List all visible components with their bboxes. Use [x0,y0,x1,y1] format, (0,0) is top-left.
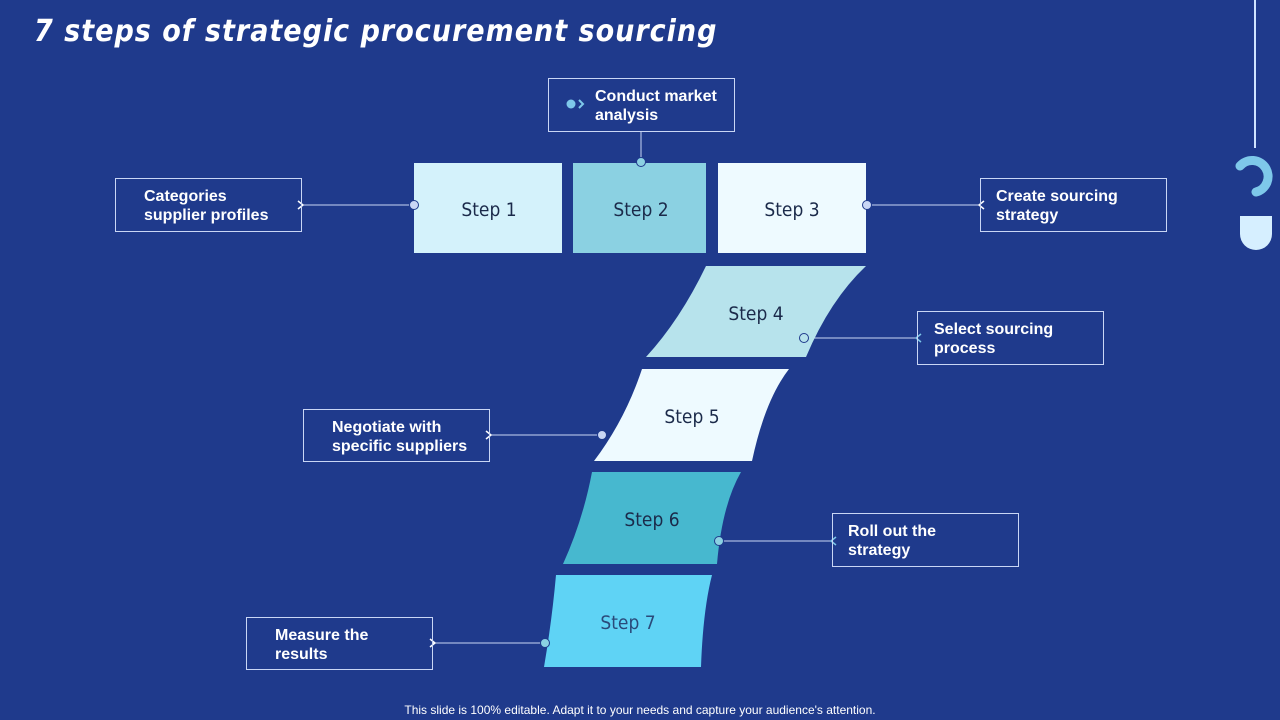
step-5-shape [594,369,789,461]
callout-line: Categories [144,188,227,205]
decorative-line [1254,0,1256,148]
callout-step6: Roll out the strategy [832,513,1019,567]
step-4-label: Step 4 [728,303,783,325]
step-7-shape [544,575,712,667]
footer-note: This slide is 100% editable. Adapt it to… [404,703,876,717]
callout-step2: Conduct market analysis [548,78,735,132]
callout-line: strategy [848,542,911,559]
dot-arrow-icon [566,99,585,109]
callout-step5-text: Negotiate with specific suppliers [332,418,467,456]
chevron-right-icon [485,430,493,440]
callout-step4-text: Select sourcing process [934,320,1053,358]
step-6-label: Step 6 [624,509,679,531]
step-6-shape [563,472,741,564]
step-1-shape [414,163,562,253]
callout-line: Conduct market [595,88,717,105]
callout-line: Create sourcing [996,188,1118,205]
question-mark-curve [1235,156,1273,197]
connector-dot-step6 [714,536,724,546]
question-mark-drop [1240,216,1272,250]
callout-step3: Create sourcing strategy [980,178,1167,232]
callout-line: analysis [595,107,659,124]
callout-line: Negotiate with [332,419,442,436]
step-7-label: Step 7 [600,612,655,634]
callout-line: Select sourcing [934,321,1054,338]
callout-step1-text: Categories supplier profiles [144,187,268,225]
chevron-right-icon [297,200,305,210]
connector-dot-step1 [409,200,419,210]
connector-dot-step4 [799,333,809,343]
connector-dot-step7 [540,638,550,648]
callout-step4: Select sourcing process [917,311,1104,365]
connector-dot-step2 [636,157,646,167]
step-5-label: Step 5 [664,406,719,428]
callout-line: Roll out the [848,523,936,540]
step-3-shape [718,163,866,253]
step-1-label: Step 1 [461,199,516,221]
page-title: 7 steps of strategic procurement sourcin… [34,14,718,49]
chevron-left-icon [977,200,985,210]
callout-line: specific suppliers [332,438,468,455]
callout-line: strategy [996,207,1059,224]
callout-step2-text: Conduct market analysis [595,87,717,125]
step-2-label: Step 2 [613,199,668,221]
callout-line: results [275,646,328,663]
callout-step6-text: Roll out the strategy [848,522,936,560]
chevron-right-icon [429,638,437,648]
callout-step1: Categories supplier profiles [115,178,302,232]
callout-line: Measure the [275,627,369,644]
question-mark-icon [1235,156,1273,250]
callout-step7-text: Measure the results [275,626,368,664]
chevron-left-icon [914,333,922,343]
step-4-shape [646,266,866,357]
callout-step5: Negotiate with specific suppliers [303,409,490,462]
step-2-shape [573,163,706,253]
chevron-left-icon [829,536,837,546]
step-3-label: Step 3 [764,199,819,221]
callout-step3-text: Create sourcing strategy [996,187,1118,225]
callout-step7: Measure the results [246,617,433,670]
callout-line: supplier profiles [144,207,269,224]
callout-line: process [934,340,996,357]
connector-dot-step5 [597,430,607,440]
connector-dot-step3 [862,200,872,210]
